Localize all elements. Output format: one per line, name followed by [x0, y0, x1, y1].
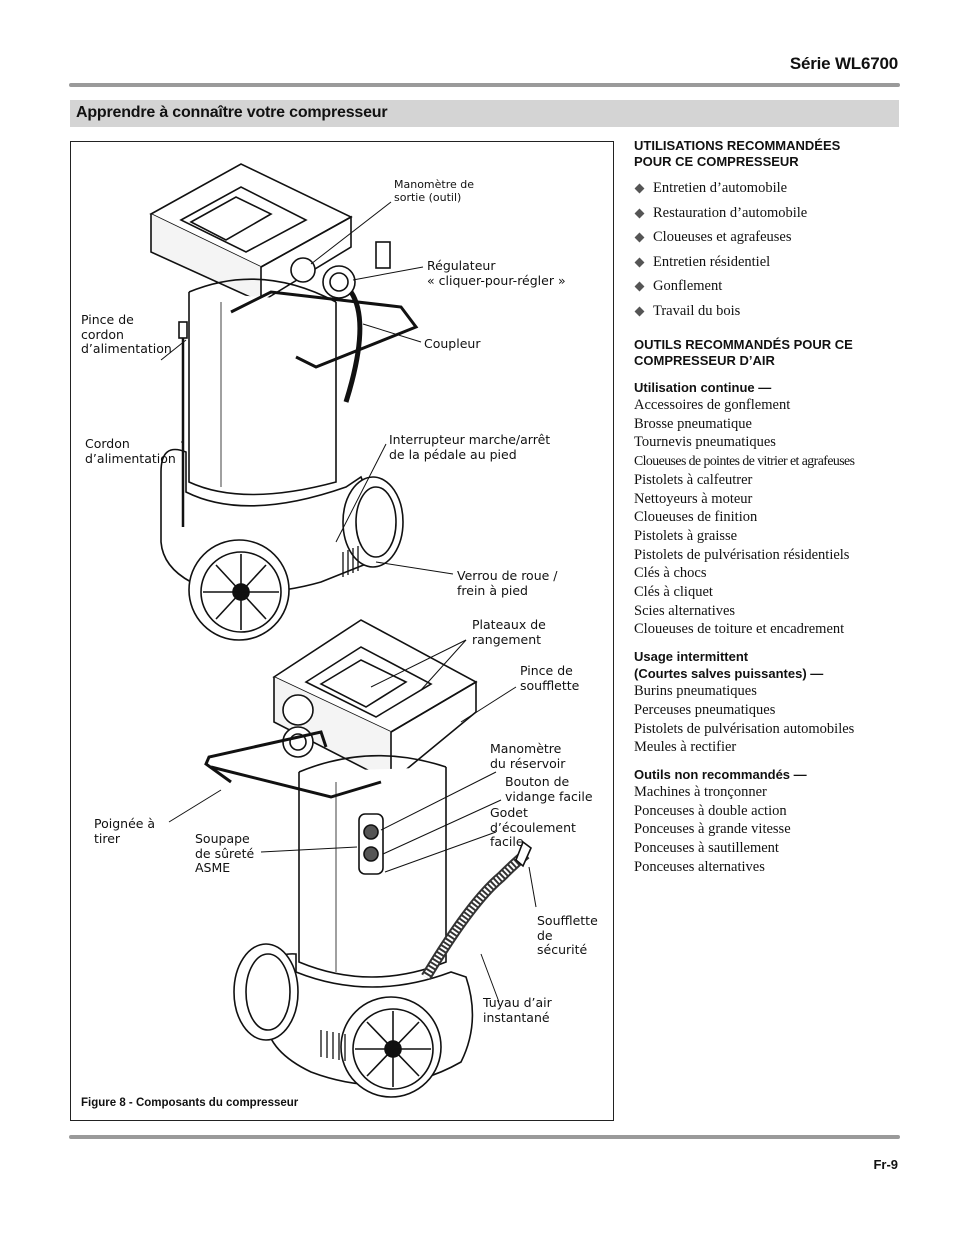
- intermittent-list: Burins pneumatiques Perceuses pneumatiqu…: [634, 682, 904, 757]
- top-rule: [69, 83, 900, 87]
- label-safety-valve: Soupape de sûreté ASME: [195, 831, 255, 875]
- right-column: UTILISATIONS RECOMMANDÉES POUR CE COMPRE…: [634, 138, 904, 876]
- list-item: Ponceuses à double action: [634, 802, 787, 819]
- list-item: Clés à chocs: [634, 565, 707, 582]
- not-recommended-list: Machines à tronçonner Ponceuses à double…: [634, 783, 904, 877]
- label-tank-gauge: Manomètre du réservoir: [490, 741, 566, 771]
- diamond-bullet-icon: [634, 183, 645, 194]
- list-item: Cloueuses de pointes de vitrier et agraf…: [634, 453, 855, 469]
- list-item: Entretien d’automobile: [634, 176, 904, 201]
- label-safety-blow-gun: Soufflette de sécurité: [537, 913, 598, 957]
- compressor-illustration: [149, 163, 537, 1098]
- list-item: Ponceuses à sautillement: [634, 840, 779, 857]
- diamond-bullet-icon: [634, 208, 645, 218]
- section-bar: Apprendre à connaître votre compresseur: [70, 100, 899, 127]
- list-item: Scies alternatives: [634, 602, 736, 619]
- list-item: Pistolets de pulvérisation automobiles: [634, 720, 855, 737]
- list-item: Perceuses pneumatiques: [634, 701, 776, 718]
- compressor-rear-view: [204, 619, 532, 1098]
- label-drip-cup: Godet d’écoulement facile: [490, 805, 576, 849]
- continuous-list: Accessoires de gonflement Brosse pneumat…: [634, 396, 904, 639]
- list-item: Cloueuses et agrafeuses: [634, 225, 904, 250]
- list-item: Ponceuses alternatives: [634, 858, 765, 875]
- list-item: Machines à tronçonner: [634, 783, 767, 800]
- list-item: Burins pneumatiques: [634, 683, 757, 700]
- label-coupler: Coupleur: [424, 336, 481, 351]
- bottom-rule: [69, 1135, 900, 1139]
- label-blow-gun-clip: Pince de soufflette: [520, 663, 580, 693]
- list-item: Clés à cliquet: [634, 584, 713, 601]
- label-power-cord: Cordon d’alimentation: [85, 436, 176, 466]
- list-item: Pistolets à graisse: [634, 527, 738, 544]
- list-item: Travail du bois: [634, 299, 904, 324]
- list-item: Pistolets à calfeutrer: [634, 471, 753, 488]
- diamond-bullet-icon: [634, 281, 645, 292]
- intermittent-heading: Usage intermittent (Courtes salves puiss…: [634, 649, 824, 682]
- list-item: Nettoyeurs à moteur: [634, 490, 753, 507]
- list-item: Tournevis pneumatiques: [634, 434, 776, 451]
- label-drain-button: Bouton de vidange facile: [505, 774, 593, 804]
- series-title: Série WL6700: [789, 54, 898, 73]
- list-item: Brosse pneumatique: [634, 415, 752, 432]
- list-item: Accessoires de gonflement: [634, 397, 791, 413]
- label-regulator: Régulateur « cliquer-pour-régler »: [427, 258, 566, 288]
- label-cord-clip: Pince de cordon d’alimentation: [81, 312, 172, 356]
- page-number: Fr-9: [873, 1157, 898, 1172]
- tools-heading: OUTILS RECOMMANDÉS POUR CE COMPRESSEUR D…: [634, 337, 853, 368]
- list-item: Ponceuses à grande vitesse: [634, 821, 791, 838]
- label-pull-handle: Poignée à tirer: [94, 816, 156, 846]
- not-recommended-heading: Outils non recommandés —: [634, 766, 807, 782]
- figure-box: Manomètre de sortie (outil) Régulateur «…: [70, 141, 614, 1121]
- label-outlet-gauge: Manomètre de sortie (outil): [394, 178, 475, 204]
- list-item: Entretien résidentiel: [634, 250, 904, 275]
- list-item: Restauration d’automobile: [634, 201, 904, 226]
- label-air-hose: Tuyau d’air instantané: [483, 995, 552, 1025]
- list-item: Cloueuses de toiture et encadrement: [634, 621, 845, 638]
- figure-caption: Figure 8 - Composants du compresseur: [81, 1097, 299, 1109]
- diamond-bullet-icon: [634, 257, 645, 267]
- label-on-off-switch: Interrupteur marche/arrêt de la pédale a…: [389, 432, 551, 462]
- list-item: Gonflement: [634, 274, 904, 299]
- diamond-bullet-icon: [634, 232, 645, 243]
- list-item: Pistolets de pulvérisation résidentiels: [634, 546, 850, 563]
- uses-list: Entretien d’automobile Restauration d’au…: [634, 176, 904, 323]
- label-storage-trays: Plateaux de rangement: [472, 617, 546, 647]
- leader-lines: [160, 201, 537, 1003]
- section-title: Apprendre à connaître votre compresseur: [76, 104, 388, 121]
- continuous-heading: Utilisation continue —: [634, 380, 772, 395]
- diamond-bullet-icon: [634, 306, 645, 316]
- compressor-front-view: [149, 163, 419, 641]
- uses-heading: UTILISATIONS RECOMMANDÉES POUR CE COMPRE…: [634, 138, 841, 169]
- list-item: Meules à rectifier: [634, 739, 737, 756]
- label-wheel-lock: Verrou de roue / frein à pied: [457, 568, 558, 598]
- list-item: Cloueuses de finition: [634, 509, 758, 526]
